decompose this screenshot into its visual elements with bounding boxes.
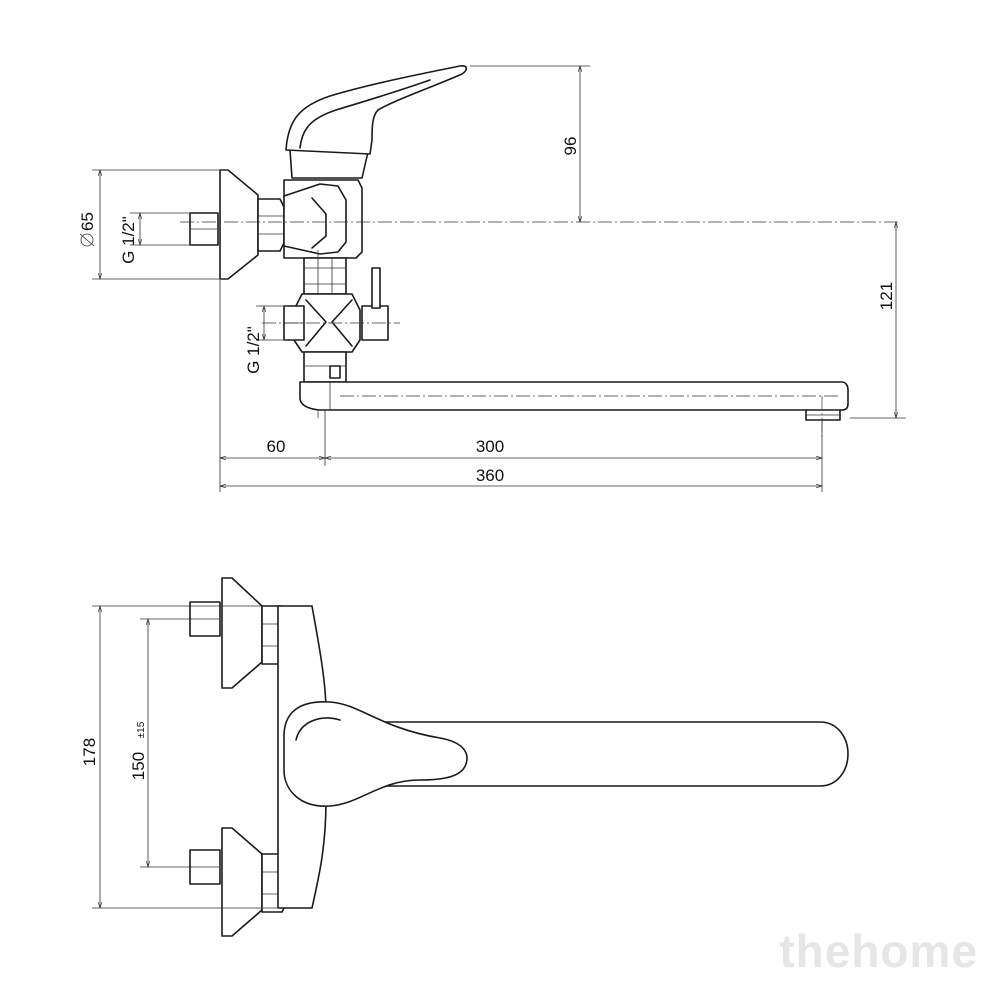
dim-spout-height: 121: [877, 282, 896, 310]
dim-spout-reach: 300: [476, 437, 504, 456]
top-elevation-view: [189, 577, 849, 937]
dim-handle-height: 96: [561, 137, 580, 156]
diverter-collar: [303, 257, 347, 295]
dim-inlet-spacing: 150: [129, 752, 148, 780]
spout-nut: [303, 351, 347, 383]
dim-inlet-tolerance: ±15: [136, 721, 147, 738]
mixer-body-top: [283, 179, 363, 259]
dim-thread-top: G 1/2": [119, 216, 138, 264]
wall-flange-upper: [221, 577, 263, 689]
cartridge-cap: [289, 149, 369, 179]
dim-flange-diameter: 65: [78, 212, 97, 231]
dim-total-length: 360: [476, 466, 504, 485]
dim-wall-offset: 60: [267, 437, 286, 456]
dimensions-bottom: 178 150 ±15: [80, 604, 280, 910]
wall-flange-top: [219, 169, 259, 280]
dim-total-height: 178: [80, 738, 99, 766]
dim-thread-divert: G 1/2": [244, 326, 263, 374]
diverter-pin: [371, 267, 381, 309]
side-elevation-view: [180, 65, 900, 440]
dimensions-top: 96 121 65 G 1/2" G 1/2" 60 300: [78, 64, 906, 492]
hex-nut-top: [257, 198, 285, 252]
lever-handle-plan: [283, 701, 468, 807]
wall-flange-lower: [221, 827, 263, 937]
watermark-logo: thehome: [779, 925, 978, 977]
lever-handle-top: [285, 65, 468, 155]
